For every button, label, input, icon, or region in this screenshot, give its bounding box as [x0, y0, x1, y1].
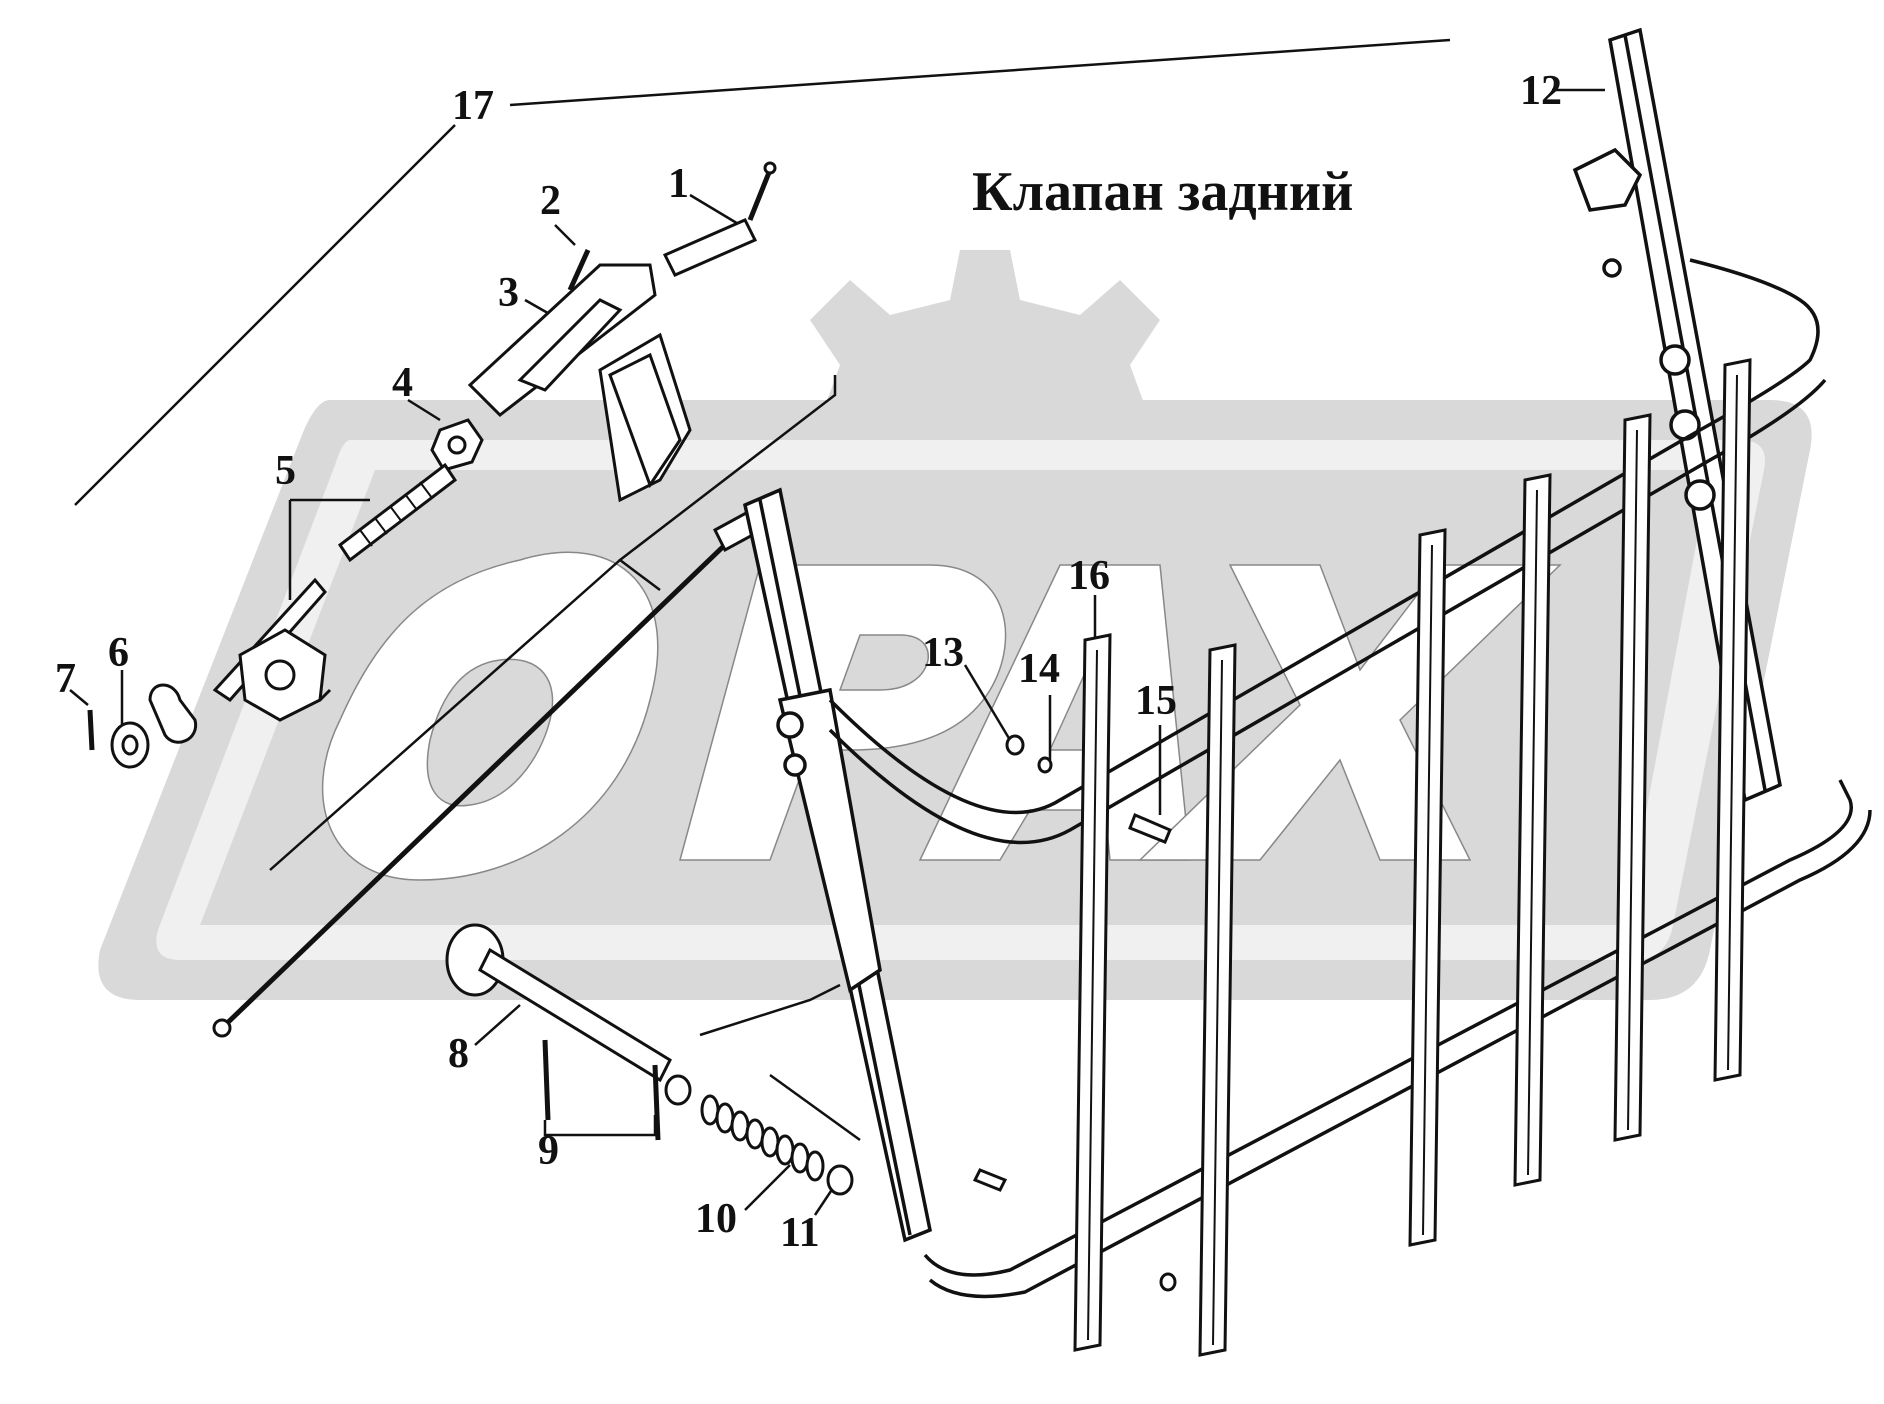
callout-4: 4 — [392, 360, 413, 406]
callout-11: 11 — [780, 1210, 820, 1256]
leader-lines — [69, 38, 1605, 1216]
callout-10: 10 — [695, 1196, 737, 1242]
callout-5: 5 — [275, 448, 296, 494]
small-parts — [87, 161, 854, 1196]
callout-2: 2 — [540, 178, 561, 224]
callout-14: 14 — [1018, 646, 1060, 692]
callout-13: 13 — [922, 630, 964, 676]
callout-16: 16 — [1068, 553, 1110, 599]
callout-3: 3 — [498, 270, 519, 316]
callout-12: 12 — [1520, 68, 1562, 114]
callout-17: 17 — [452, 83, 494, 129]
callout-15: 15 — [1135, 678, 1177, 724]
callout-8: 8 — [448, 1031, 469, 1077]
callout-6: 6 — [108, 630, 129, 676]
callout-7: 7 — [55, 656, 76, 702]
diagram-title: Клапан задний — [972, 161, 1354, 223]
tailgate-frame — [742, 27, 1872, 1357]
callout-1: 1 — [668, 161, 689, 207]
callout-9: 9 — [538, 1128, 559, 1174]
